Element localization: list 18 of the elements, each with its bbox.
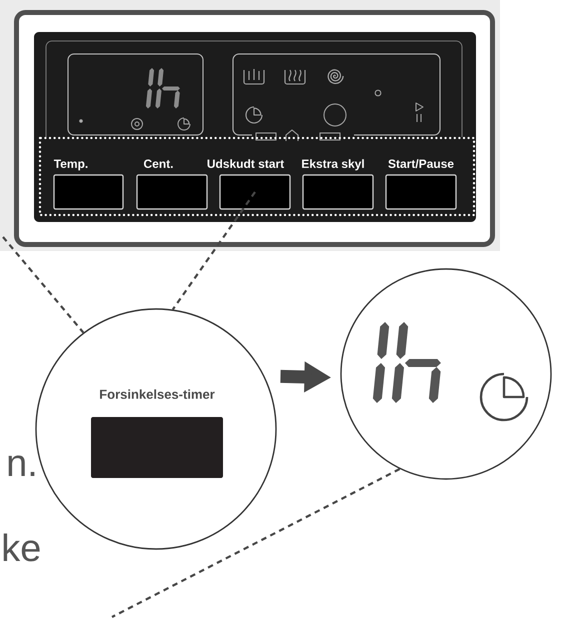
node-label: Ekstra skyl — [302, 159, 364, 170]
push-button: Start/Pause — [385, 159, 457, 210]
push-button: Ekstra skyl — [302, 159, 374, 210]
magnifier-circle — [340, 268, 552, 480]
node-label: Cent. — [144, 160, 173, 168]
node-label: Udskudt start — [208, 159, 284, 168]
push-button: Cent. — [136, 160, 208, 210]
text-fragment: ke — [4, 533, 40, 562]
node-label: Forsinkelses-timer — [100, 389, 215, 399]
node-label: Temp. — [54, 160, 88, 170]
push-button: Temp. — [53, 160, 124, 210]
leader-line — [172, 191, 256, 310]
push-button: Forsinkelses-timer — [91, 389, 223, 478]
node-label: Start/Pause — [388, 159, 454, 168]
text-fragment: n. — [8, 456, 34, 476]
leader-line — [112, 468, 400, 618]
push-button: Udskudt start — [208, 159, 291, 210]
leader-line — [2, 236, 84, 334]
